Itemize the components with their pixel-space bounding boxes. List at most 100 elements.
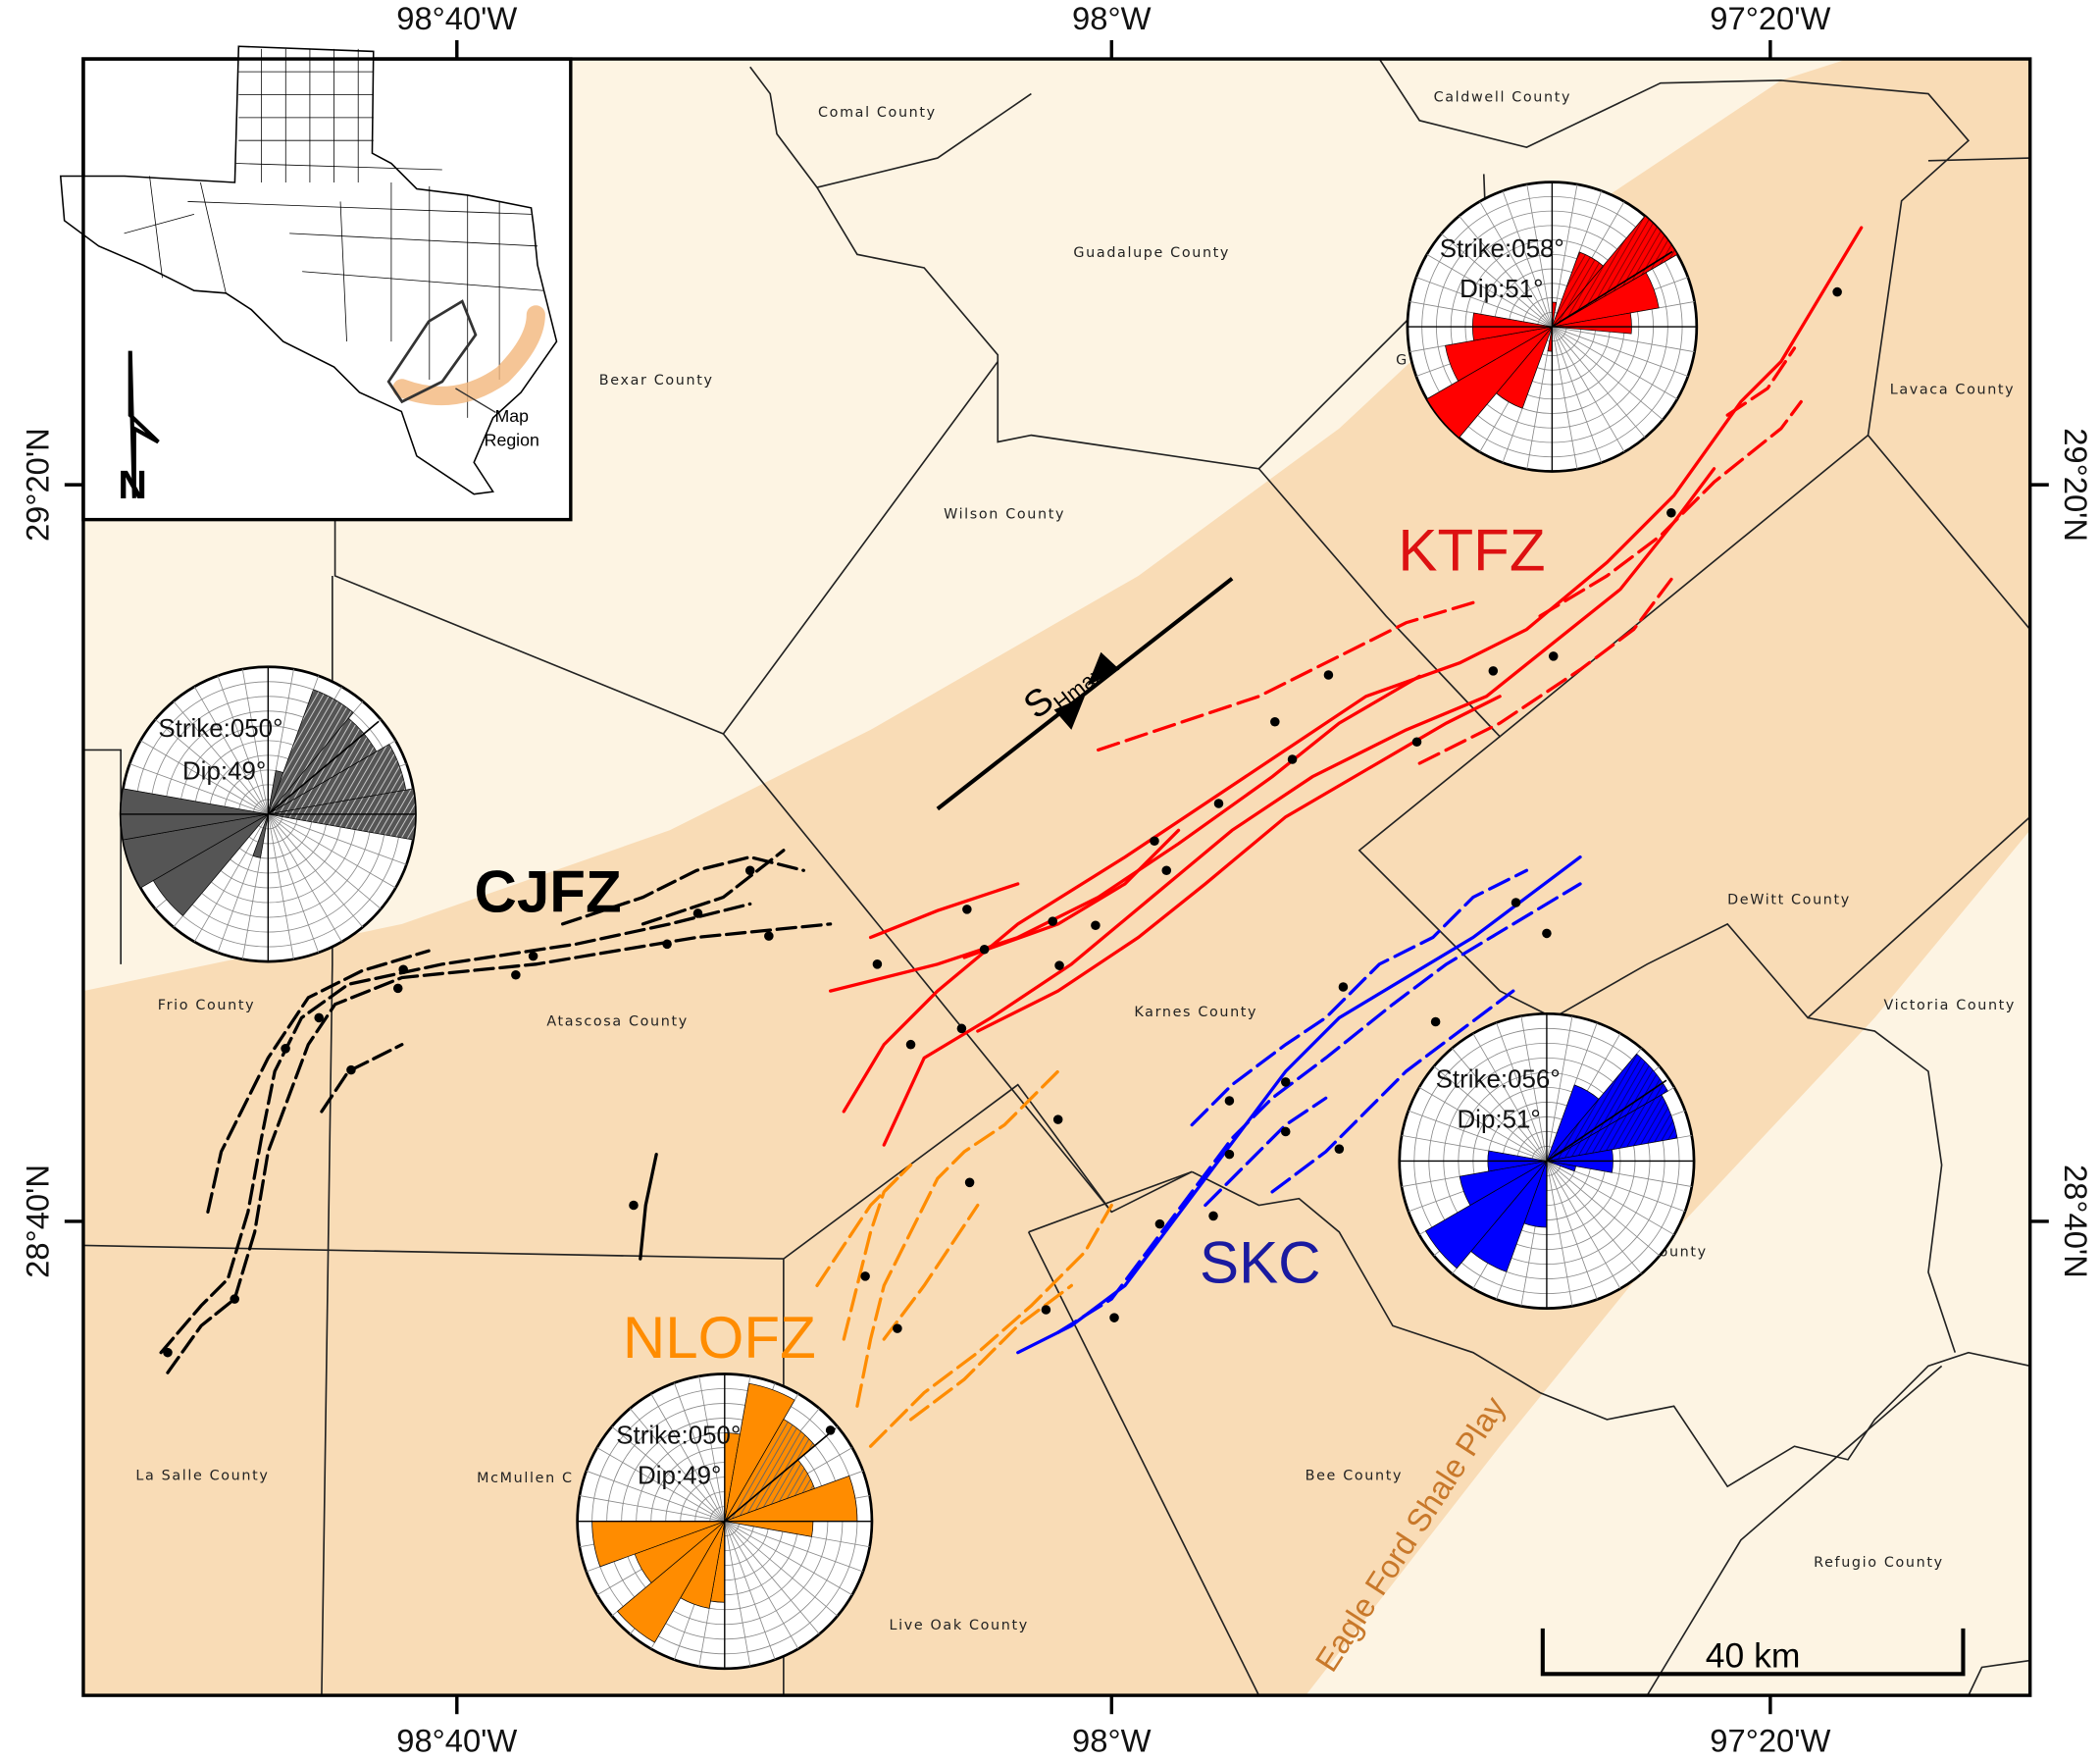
rose-grid-spoke bbox=[193, 813, 269, 943]
rose-grid-spoke bbox=[1426, 253, 1553, 328]
map-body: Comal County Caldwell County Guadalupe C… bbox=[82, 59, 2030, 1696]
rose-petal bbox=[252, 813, 269, 858]
fault-trace bbox=[1056, 882, 1582, 1334]
rose-petal bbox=[1424, 1161, 1548, 1269]
scale-bar-line bbox=[1540, 1628, 1966, 1677]
rose-grid-spoke bbox=[1433, 1065, 1548, 1162]
rose-grid-spoke bbox=[1546, 1015, 1573, 1162]
event-marker bbox=[1109, 1313, 1119, 1322]
rose-petal bbox=[1546, 1161, 1576, 1172]
fault-trace bbox=[1538, 399, 1803, 618]
scale-bar: 40 km bbox=[1540, 1628, 1966, 1677]
fault-trace bbox=[1204, 1096, 1328, 1208]
fault-trace bbox=[159, 902, 752, 1355]
county-label-guadalupe: Guadalupe County bbox=[1073, 245, 1230, 261]
rose-diagram-skc: Strike:056°Dip:51° bbox=[1398, 1011, 1696, 1310]
rose-petal bbox=[617, 1521, 726, 1643]
county-label-lavaca: Lavaca County bbox=[1890, 382, 2016, 397]
rose-grid-spoke bbox=[1526, 183, 1553, 328]
rose-petal bbox=[1546, 1053, 1668, 1162]
shmax-arrow-sw-icon bbox=[1053, 696, 1085, 730]
texas-county-grid bbox=[124, 48, 544, 418]
event-marker bbox=[962, 905, 972, 914]
event-marker bbox=[964, 1177, 975, 1188]
rose-strike-label: Strike:050° bbox=[616, 1422, 741, 1449]
event-marker bbox=[893, 1323, 902, 1333]
rose-grid-spoke bbox=[1459, 215, 1553, 328]
rose-mean-strike-arrow-icon bbox=[1546, 1079, 1667, 1163]
inset-leader-line bbox=[455, 388, 496, 414]
county-label-goliad-partial: ounty bbox=[1660, 1244, 1708, 1260]
event-marker bbox=[1154, 1218, 1165, 1229]
top-axis-label: 98°W bbox=[1072, 0, 1152, 36]
rose-grid-spoke bbox=[1551, 326, 1603, 463]
cjfz-label: CJFZ bbox=[475, 859, 622, 925]
rose-grid-spoke bbox=[140, 740, 269, 815]
left-axis-label: 28°40'N bbox=[19, 1165, 55, 1278]
fault-trace bbox=[1725, 346, 1797, 417]
event-marker bbox=[1832, 286, 1842, 297]
fault-trace bbox=[882, 467, 1716, 1147]
rose-petal bbox=[1459, 1161, 1548, 1206]
event-marker bbox=[744, 865, 755, 876]
rose-grid-spoke bbox=[1546, 1161, 1573, 1307]
fault-trace bbox=[868, 882, 1020, 940]
rose-grid-spoke bbox=[267, 813, 320, 954]
left-axis-label: 29°20'N bbox=[19, 428, 55, 542]
county-label-comal: Comal County bbox=[818, 105, 937, 121]
rose-grid-spoke bbox=[1552, 326, 1646, 439]
north-label: N bbox=[118, 462, 147, 507]
scale-bar-label: 40 km bbox=[1706, 1635, 1801, 1675]
rose-grid-spoke bbox=[1479, 201, 1553, 328]
rose-petal bbox=[1546, 1094, 1678, 1162]
event-marker bbox=[1511, 898, 1521, 907]
top-axis-label: 97°20'W bbox=[1710, 0, 1830, 36]
event-marker bbox=[692, 908, 703, 918]
event-marker bbox=[1054, 960, 1064, 970]
fault-trace bbox=[639, 1153, 658, 1261]
rose-grid-spoke bbox=[650, 1393, 726, 1522]
event-marker bbox=[662, 939, 672, 950]
fault-trace bbox=[976, 695, 1502, 1033]
event-marker bbox=[872, 959, 883, 969]
rose-dip-label: Dip:51° bbox=[1457, 1106, 1540, 1133]
event-marker bbox=[1041, 1305, 1051, 1315]
county-label-live-oak: Live Oak County bbox=[890, 1618, 1029, 1633]
county-label-victoria: Victoria County bbox=[1884, 998, 2017, 1013]
rose-dip-label: Dip:49° bbox=[638, 1462, 721, 1489]
rose-grid-spoke bbox=[611, 1425, 726, 1522]
event-marker bbox=[1430, 1016, 1441, 1027]
rose-grid-spoke bbox=[1546, 1161, 1621, 1289]
rose-petal bbox=[1445, 326, 1553, 382]
event-marker bbox=[1048, 916, 1058, 926]
skc-faults bbox=[1016, 855, 1582, 1355]
rose-grid-spoke bbox=[241, 668, 269, 815]
rose-grid-spoke bbox=[268, 813, 396, 889]
rose-petal bbox=[1552, 272, 1660, 328]
rose-grid-spoke bbox=[629, 1408, 726, 1522]
cjfz-faults bbox=[159, 849, 833, 1374]
fault-trace bbox=[320, 1043, 404, 1114]
event-marker bbox=[1091, 920, 1101, 931]
rose-grid-spoke bbox=[674, 1382, 726, 1522]
event-marker bbox=[956, 1023, 967, 1034]
rose-grid-spoke bbox=[267, 813, 294, 959]
rose-mean-strike-arrow-icon bbox=[267, 720, 380, 815]
inset-label-map: Map bbox=[495, 406, 530, 426]
rose-grid-spoke bbox=[596, 1447, 726, 1523]
event-marker bbox=[1280, 1077, 1291, 1087]
event-marker bbox=[528, 951, 538, 961]
event-marker bbox=[511, 969, 521, 980]
county-labels: Comal County Caldwell County Guadalupe C… bbox=[135, 90, 2017, 1633]
rose-grid-spoke bbox=[217, 675, 269, 815]
fault-trace bbox=[815, 1176, 899, 1288]
fault-trace bbox=[1270, 989, 1515, 1194]
fault-trace bbox=[962, 828, 1181, 959]
rose-grid-spoke bbox=[1502, 190, 1553, 328]
bottom-axis-label: 97°20'W bbox=[1710, 1722, 1830, 1758]
rose-grid-spoke bbox=[1552, 326, 1695, 353]
rose-grid-spoke bbox=[1472, 1033, 1548, 1162]
rose-petal bbox=[268, 689, 354, 815]
